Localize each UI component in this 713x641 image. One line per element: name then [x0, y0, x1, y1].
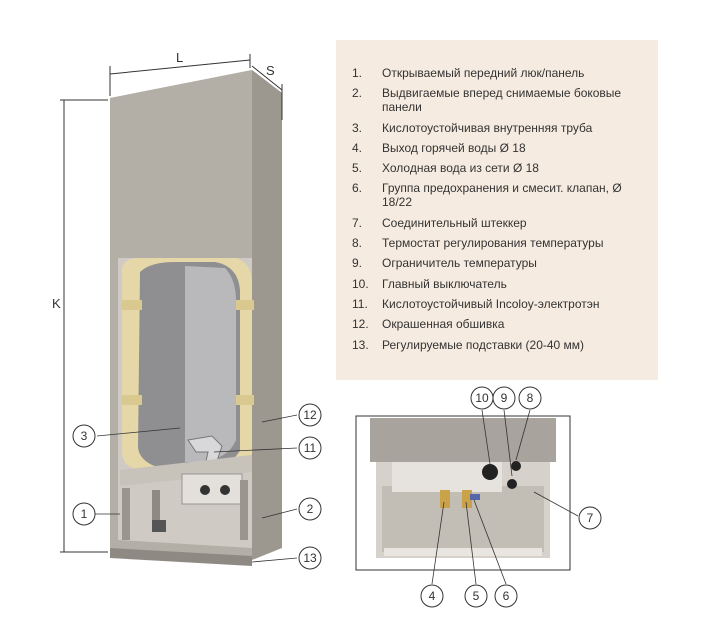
callout-leaders [95, 409, 579, 585]
callout-12-label: 12 [303, 408, 317, 422]
dimension-depth-label: S [266, 63, 275, 78]
legend-item: 5. Холодная вода из сети Ø 18 [352, 161, 642, 175]
legend-text: Термостат регулирования температуры [382, 236, 604, 251]
legend-number: 6. [352, 181, 363, 196]
legend-text: Кислотоустойчивая внутренняя труба [382, 120, 593, 135]
legend-number: 5. [352, 161, 363, 176]
legend-item: 11. Кислотоустойчивый Incoloy-электротэн [352, 297, 642, 311]
legend-item: 10. Главный выключатель [352, 277, 642, 291]
callout-3 [72, 424, 96, 448]
legend-item: 4. Выход горячей воды Ø 18 [352, 141, 642, 155]
legend-text: Соединительный штеккер [382, 215, 527, 230]
legend-item: 1. Открываемый передний люк/панель [352, 66, 642, 80]
callout-3-label: 3 [81, 429, 88, 443]
callout-4-label: 4 [429, 589, 436, 603]
legend-text: Выдвигаемые вперед снимаемые боковые пан… [382, 86, 622, 115]
callout-6 [494, 584, 518, 608]
legend-item: 13. Регулируемые подставки (20-40 мм) [352, 338, 642, 352]
callout-10-label: 10 [475, 391, 489, 405]
callout-13-label: 13 [303, 551, 317, 565]
legend-number: 12. [352, 317, 369, 332]
cabinet-illustration [110, 70, 282, 566]
legend-list: 1. Открываемый передний люк/панель 2. Выдв… [352, 66, 642, 358]
legend-item: 8. Термостат регулирования температуры [352, 236, 642, 250]
legend-number: 1. [352, 66, 363, 80]
legend-text: Группа предохранения и смесит. клапан, Ø… [382, 181, 622, 210]
legend-item: 6. Группа предохранения и смесит. клапан,… [352, 181, 642, 209]
legend-number: 4. [352, 140, 363, 155]
legend-item: 9. Ограничитель температуры [352, 256, 642, 270]
legend-panel: 1. Открываемый передний люк/панель 2. Выдв… [336, 40, 658, 380]
legend-text: Окрашенная обшивка [382, 317, 505, 332]
legend-item: 2. Выдвигаемые вперед снимаемые боковые п… [352, 86, 642, 114]
legend-number: 11. [352, 296, 368, 311]
legend-item: 12. Окрашенная обшивка [352, 317, 642, 331]
callout-7-label: 7 [587, 511, 594, 525]
legend-number: 9. [352, 256, 363, 271]
callout-1-label: 1 [81, 507, 88, 521]
legend-item: 3. Кислотоустойчивая внутренняя труба [352, 121, 642, 135]
legend-number: 10. [352, 276, 369, 291]
callout-1 [72, 502, 96, 526]
legend-number: 2. [352, 86, 363, 101]
legend-text: Главный выключатель [382, 276, 507, 291]
control-area-inset [355, 415, 571, 571]
callout-11-label: 11 [304, 441, 317, 455]
callout-2 [298, 497, 322, 521]
callout-13 [298, 546, 322, 570]
callout-5 [464, 584, 488, 608]
dimension-width-label: L [176, 50, 183, 65]
legend-text: Кислотоустойчивый Incoloy-электротэн [382, 296, 600, 311]
dimension-height-label: K [52, 296, 61, 311]
callout-6-label: 6 [503, 589, 510, 603]
callout-8-label: 8 [527, 391, 534, 405]
legend-text: Открываемый передний люк/панель [382, 66, 585, 80]
legend-text: Выход горячей воды Ø 18 [382, 140, 526, 155]
callout-12 [298, 403, 322, 427]
callout-9 [492, 386, 516, 410]
callout-11 [298, 436, 322, 460]
legend-text: Регулируемые подставки (20-40 мм) [382, 337, 585, 352]
legend-number: 8. [352, 236, 363, 251]
callout-4 [420, 584, 444, 608]
legend-text: Холодная вода из сети Ø 18 [382, 161, 539, 176]
legend-item: 7. Соединительный штеккер [352, 216, 642, 230]
legend-number: 13. [352, 337, 369, 352]
callout-2-label: 2 [307, 502, 314, 516]
dimension-lines [60, 54, 283, 553]
callout-8 [518, 386, 542, 410]
legend-number: 3. [352, 120, 363, 135]
legend-number: 7. [352, 215, 363, 230]
callout-9-label: 9 [501, 391, 508, 405]
legend-text: Ограничитель температуры [382, 256, 537, 271]
callout-5-label: 5 [473, 589, 480, 603]
callout-7 [578, 506, 602, 530]
